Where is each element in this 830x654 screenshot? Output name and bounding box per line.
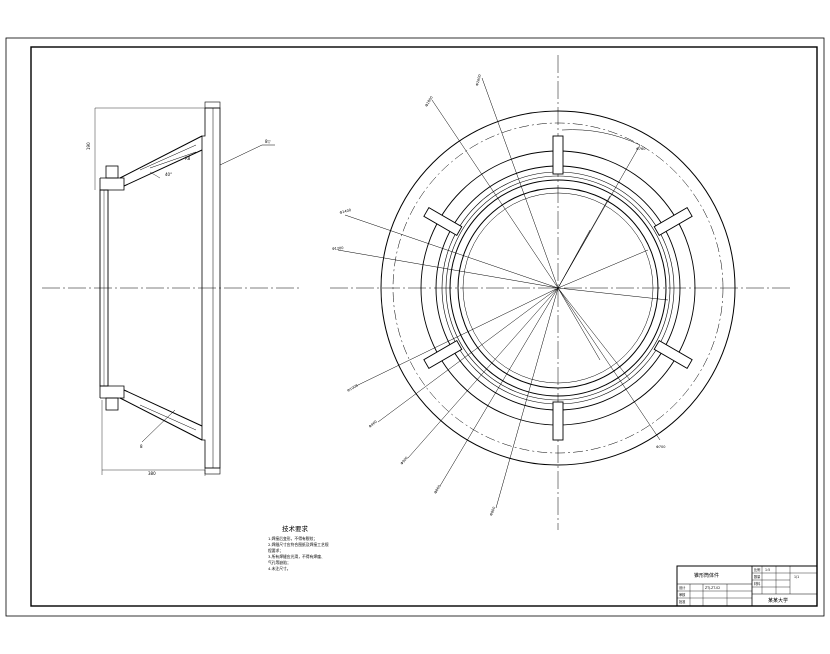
pcd-label-4: Φ1000	[347, 384, 359, 393]
rib-upper-right	[653, 207, 693, 236]
tb-col-b: 数量	[754, 574, 761, 579]
small-flange-bottom	[105, 397, 119, 411]
outer-circle	[380, 110, 736, 466]
notes-title: 技术要求	[282, 524, 309, 533]
dim-height-upper: 190	[86, 142, 91, 150]
dim-weld-note: 8▽	[265, 139, 272, 144]
tb-col-a: 比例	[754, 567, 760, 572]
tb-school: 某某大学	[768, 597, 788, 604]
section-view	[42, 101, 300, 476]
inner-frame	[30, 46, 818, 607]
front-view	[330, 55, 790, 530]
large-flange	[201, 107, 221, 469]
pcd-label-2: Φ1400	[339, 208, 351, 215]
tb-sheet: 1/1	[794, 575, 799, 579]
title-block	[676, 565, 818, 607]
note-line-5: 4.未注尺寸。	[268, 566, 291, 571]
tb-scale: 1:5	[765, 568, 770, 572]
pcd-label-9: Φ760	[636, 147, 645, 151]
outer-frame	[5, 37, 825, 617]
radial-leaders	[337, 77, 669, 509]
rib-lower-left	[423, 340, 463, 369]
section-dimension-texts: 190 380 8▽ 40° 8 R8	[86, 139, 272, 476]
note-line-2: 程要求；	[268, 548, 283, 553]
pcd-label-10: Φ700	[656, 445, 665, 449]
note-line-4: 气孔等缺陷；	[268, 560, 291, 565]
pcd-label-6: Φ900	[400, 456, 409, 466]
tb-designer: 设计	[679, 585, 686, 590]
note-line-1: 2.焊缝尺寸应符合图纸及焊接工艺规	[268, 542, 329, 547]
title-block-texts: 锥形筒体件 比例 数量 材料 1:5 1/1 设计 审核 批准 ZTJ-ZT-0…	[679, 567, 799, 604]
dim-thickness-note: 8	[140, 444, 143, 449]
dim-base-width: 380	[148, 471, 156, 476]
tb-col-c: 材料	[754, 581, 761, 586]
dim-angle-note: 40°	[165, 172, 172, 177]
ribs	[423, 135, 693, 441]
small-flange-top	[105, 165, 119, 179]
note-line-3: 3.所有焊缝应光滑，不得有焊瘤、	[268, 554, 325, 559]
dim-radius-note: R8	[185, 156, 191, 161]
rib-top	[552, 135, 564, 175]
rib-bottom	[552, 401, 564, 441]
pcd-label-0: Φ1800	[424, 95, 433, 107]
inner-bore-circle	[457, 187, 659, 389]
note-line-0: 1.焊接后变形，不得有裂纹；	[268, 536, 317, 541]
rib-lower-right	[653, 340, 693, 369]
tb-checker: 审核	[679, 592, 686, 597]
pcd-label-8: Φ800	[489, 506, 496, 516]
rib-upper-left	[423, 207, 463, 236]
pcd-label-7: Φ860	[433, 484, 441, 494]
pcd-label-1: Φ1600	[475, 74, 482, 86]
pcd-label-3: Φ1200	[332, 246, 344, 251]
tb-drawing-no: ZTJ-ZT-02	[705, 586, 720, 590]
tb-part-name: 锥形筒体件	[694, 572, 719, 579]
tb-approver: 批准	[679, 599, 686, 604]
technical-notes: 技术要求 1.焊接后变形，不得有裂纹； 2.焊缝尺寸应符合图纸及焊接工艺规 程要…	[268, 524, 329, 571]
pcd-label-5: Φ960	[368, 420, 378, 429]
front-dimension-texts: Φ1800 Φ1600 Φ1400 Φ1200 Φ1000 Φ960 Φ900 …	[332, 74, 666, 516]
